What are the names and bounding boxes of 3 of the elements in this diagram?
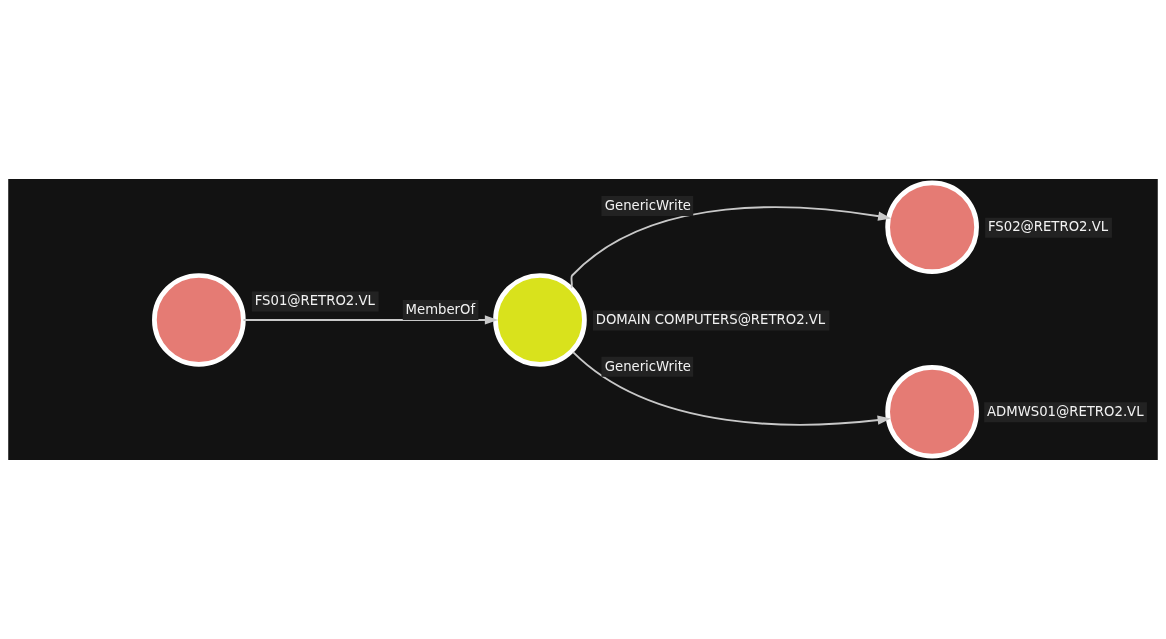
edge-label: GenericWrite (604, 197, 692, 213)
edge-label: MemberOf (405, 302, 476, 318)
edge-label: GenericWrite (604, 358, 692, 374)
